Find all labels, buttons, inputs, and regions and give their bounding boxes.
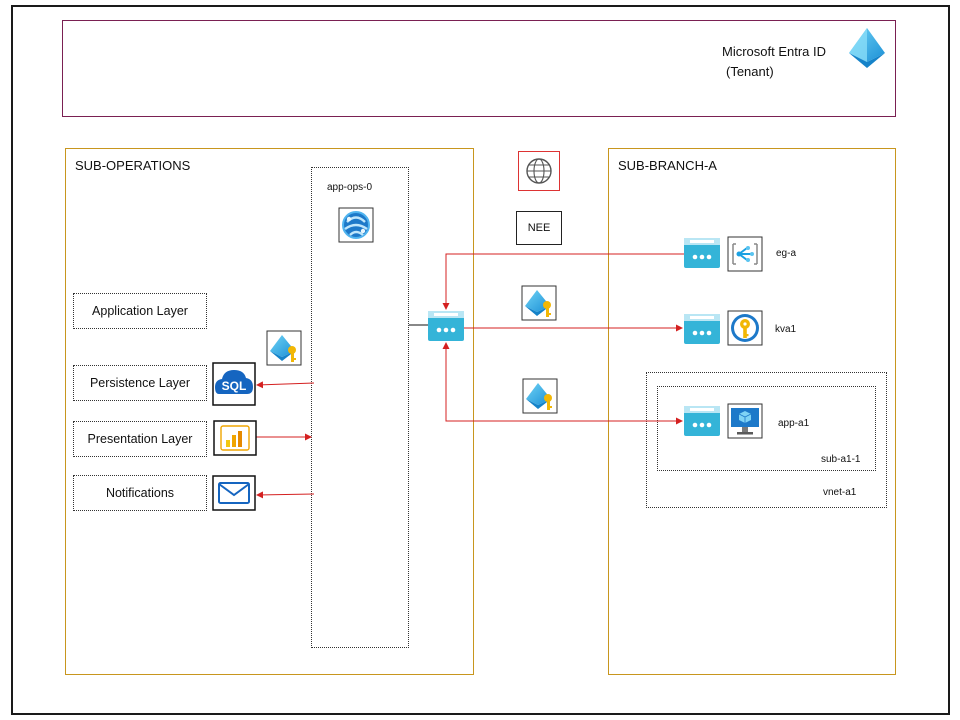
application-layer: Application Layer <box>73 293 207 329</box>
power-bi-icon <box>213 420 257 456</box>
subscription-title: SUB-OPERATIONS <box>75 158 191 173</box>
globe-box <box>518 151 560 191</box>
tenant-title: Microsoft Entra ID <box>722 44 827 59</box>
app-ops-label: app-ops-0 <box>327 182 373 193</box>
kva1-label: kva1 <box>775 324 797 335</box>
notifications-arrow <box>256 491 315 499</box>
managed-identity-icon <box>521 285 557 321</box>
app-ops-container <box>311 167 409 648</box>
private-endpoint-icon <box>684 314 720 344</box>
managed-identity-icon <box>266 330 302 366</box>
app-service-icon <box>338 207 374 243</box>
sql-icon-text: SQL <box>222 379 247 393</box>
persistence-layer: Persistence Layer <box>73 365 207 401</box>
subnet-box <box>657 386 876 471</box>
diagram-frame <box>11 5 950 715</box>
private-endpoint-icon <box>428 311 464 341</box>
app-a1-label: app-a1 <box>778 418 810 429</box>
subnet-label: sub-a1-1 <box>821 454 861 465</box>
key-vault-icon <box>727 310 763 346</box>
subscription-title: SUB-BRANCH-A <box>618 158 717 173</box>
vnet-label: vnet-a1 <box>823 487 857 498</box>
globe-icon <box>526 158 552 184</box>
managed-identity-icon <box>522 378 558 414</box>
sql-database-icon: SQL <box>212 362 256 406</box>
private-endpoint-icon <box>684 238 720 268</box>
tenant-subtitle: (Tenant) <box>726 64 774 79</box>
tenant-label: Microsoft Entra ID (Tenant) <box>722 42 826 82</box>
eg-a-arrow <box>442 253 684 310</box>
notifications-layer: Notifications <box>73 475 207 511</box>
email-icon <box>212 475 256 511</box>
entra-id-icon <box>849 28 885 68</box>
presentation-layer: Presentation Layer <box>73 421 207 457</box>
tenant-box <box>62 20 896 117</box>
persistence-arrow <box>256 381 315 389</box>
eg-a-label: eg-a <box>776 248 797 259</box>
virtual-machine-icon <box>727 403 763 439</box>
connectors <box>256 253 684 499</box>
private-endpoint-icon <box>684 406 720 436</box>
nee-box: NEE <box>516 211 562 245</box>
app-a1-arrow <box>442 342 683 425</box>
vnet-box <box>646 372 887 508</box>
event-grid-icon <box>727 236 763 272</box>
